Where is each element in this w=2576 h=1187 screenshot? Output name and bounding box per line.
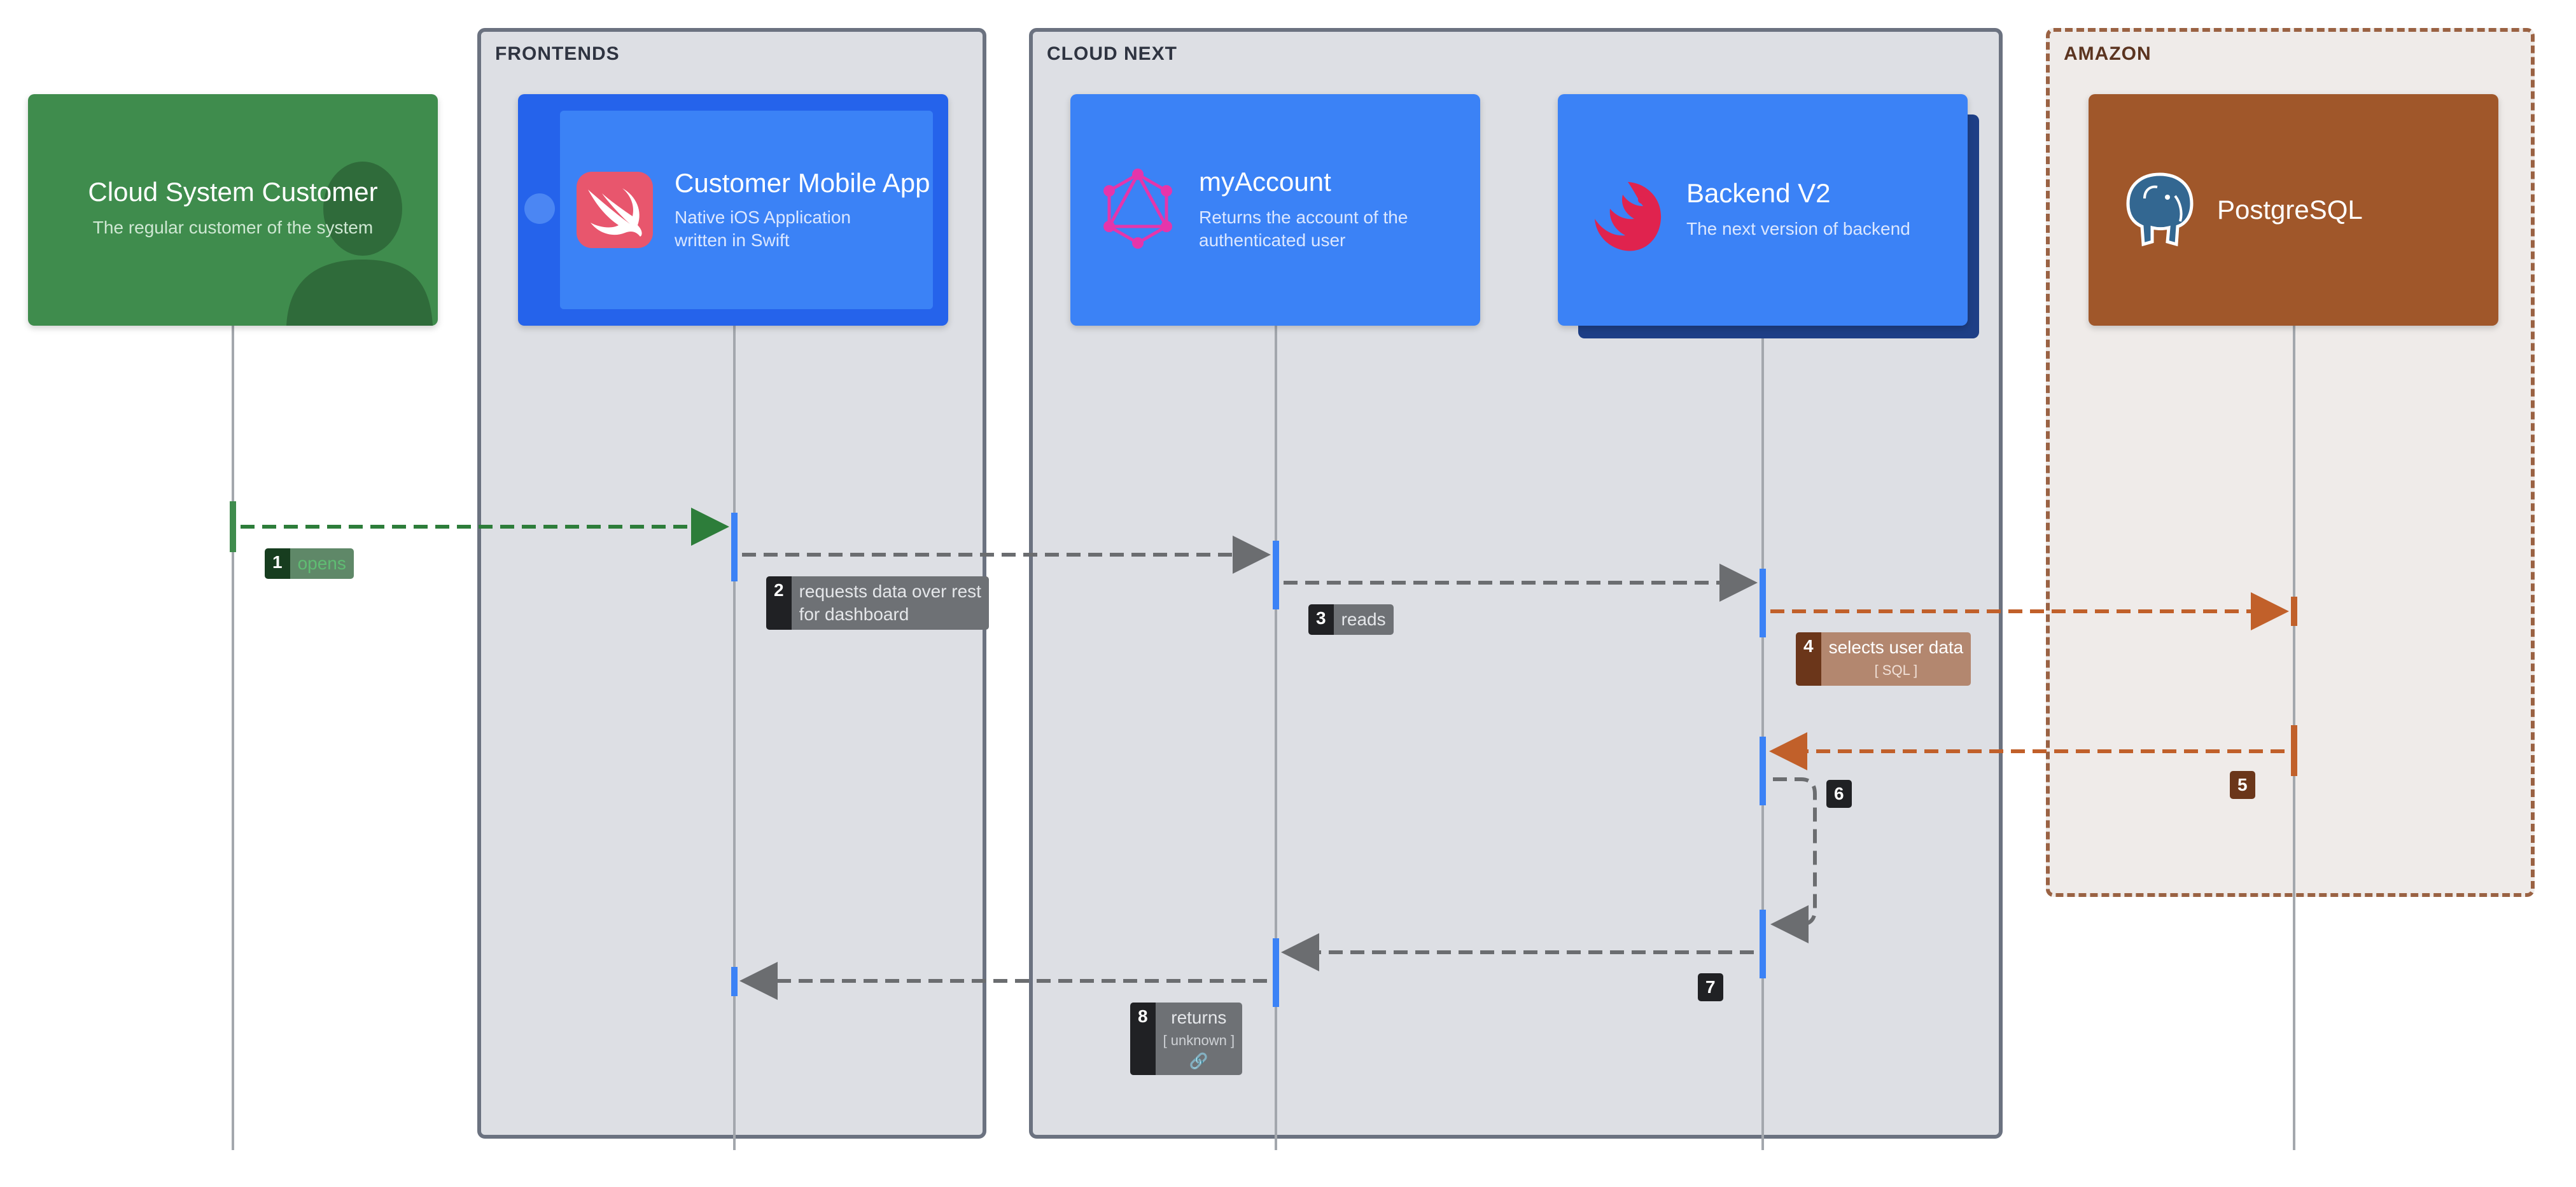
step-badge-8: 8 returns [ unknown ] 🔗 bbox=[1130, 1003, 1243, 1075]
step-badge-7: 7 bbox=[1698, 973, 1723, 1001]
step-badge-3: 3 reads bbox=[1308, 604, 1394, 635]
customer-description: The regular customer of the system bbox=[92, 218, 374, 237]
step-label-box: selects user data [ SQL ] bbox=[1821, 632, 1971, 686]
postgresql-elephant-icon bbox=[2126, 172, 2194, 247]
activation-mobile-app-1 bbox=[731, 513, 738, 581]
activation-mobile-app-2 bbox=[731, 967, 738, 996]
participant-backend: Backend V2 The next version of backend bbox=[1558, 94, 1968, 326]
step-label: reads bbox=[1333, 604, 1394, 635]
person-silhouette-icon bbox=[286, 162, 433, 326]
step-label: returns bbox=[1171, 1008, 1227, 1027]
activation-my-account-2 bbox=[1273, 938, 1279, 1007]
step-number: 5 bbox=[2230, 771, 2255, 799]
participant-my-account: myAccount Returns the account of the aut… bbox=[1070, 94, 1480, 326]
mobile-app-description-line2: written in Swift bbox=[675, 230, 790, 250]
link-icon: 🔗 bbox=[1189, 1053, 1208, 1070]
boundary-title-amazon: AMAZON bbox=[2064, 43, 2152, 64]
activation-backend-1 bbox=[1760, 569, 1766, 637]
boundary-title-cloud-next: CLOUD NEXT bbox=[1047, 43, 1177, 64]
activation-my-account-1 bbox=[1273, 541, 1279, 609]
step-number: 4 bbox=[1796, 632, 1821, 686]
step-number: 3 bbox=[1308, 604, 1334, 635]
arrow-step-6-self bbox=[1770, 777, 1817, 943]
participant-mobile-app: Customer Mobile App Native iOS Applicati… bbox=[518, 94, 948, 326]
activation-postgres-1 bbox=[2291, 597, 2297, 626]
step-label-line1: requests data over rest bbox=[799, 581, 981, 601]
participant-postgres: PostgreSQL bbox=[2089, 94, 2498, 326]
activation-postgres-2 bbox=[2291, 725, 2297, 776]
postgres-title: PostgreSQL bbox=[2217, 195, 2363, 225]
customer-title: Cloud System Customer bbox=[88, 177, 378, 207]
step-badge-5: 5 bbox=[2230, 771, 2255, 799]
mobile-app-description-line1: Native iOS Application bbox=[675, 207, 851, 227]
device-screen: Customer Mobile App Native iOS Applicati… bbox=[560, 111, 933, 309]
participant-customer: Cloud System Customer The regular custom… bbox=[28, 94, 438, 326]
swift-icon bbox=[577, 172, 653, 248]
mobile-app-title: Customer Mobile App bbox=[675, 168, 930, 198]
my-account-title: myAccount bbox=[1199, 167, 1331, 197]
step-technology: [ SQL ] bbox=[1874, 662, 1918, 678]
step-label-box: requests data over rest for dashboard bbox=[791, 576, 989, 630]
step-badge-1: 1 opens bbox=[265, 548, 354, 579]
graphql-icon bbox=[1103, 169, 1172, 249]
step-label: selects user data bbox=[1828, 637, 1964, 657]
step-label-box: returns [ unknown ] 🔗 bbox=[1155, 1003, 1243, 1075]
device-home-button bbox=[524, 193, 555, 224]
activation-backend-3 bbox=[1760, 910, 1766, 978]
step-label: opens bbox=[290, 548, 354, 579]
step-badge-4: 4 selects user data [ SQL ] bbox=[1796, 632, 1971, 686]
nestjs-icon bbox=[1595, 182, 1662, 251]
activation-backend-2 bbox=[1760, 737, 1766, 805]
step-badge-2: 2 requests data over rest for dashboard bbox=[766, 576, 989, 630]
boundary-title-frontends: FRONTENDS bbox=[495, 43, 620, 64]
step-badge-6: 6 bbox=[1826, 780, 1852, 808]
step-number: 8 bbox=[1130, 1003, 1156, 1075]
step-number: 2 bbox=[766, 576, 792, 630]
step-technology: [ unknown ] bbox=[1163, 1032, 1235, 1048]
my-account-description-line1: Returns the account of the bbox=[1199, 207, 1408, 227]
activation-customer bbox=[230, 501, 236, 552]
step-number: 7 bbox=[1698, 973, 1723, 1001]
step-number: 6 bbox=[1826, 780, 1852, 808]
backend-title: Backend V2 bbox=[1686, 178, 1831, 208]
my-account-description-line2: authenticated user bbox=[1199, 230, 1346, 250]
step-number: 1 bbox=[265, 548, 290, 579]
step-label-line2: for dashboard bbox=[799, 604, 909, 624]
backend-description: The next version of backend bbox=[1686, 219, 1910, 239]
